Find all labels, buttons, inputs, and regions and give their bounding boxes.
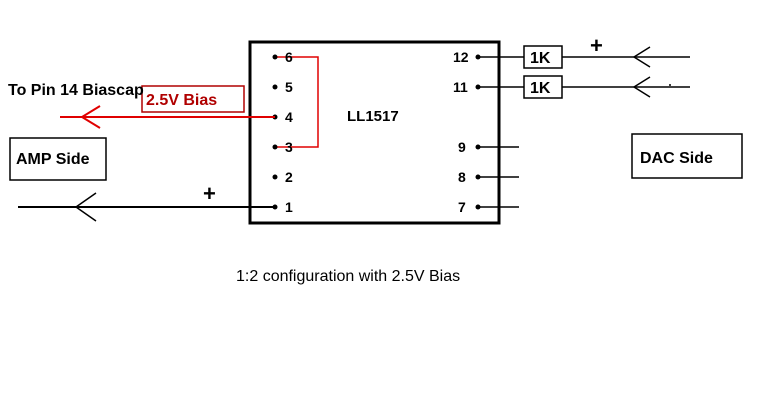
dac-side-box <box>631 133 743 179</box>
pin-label-11: 11 <box>453 79 468 95</box>
pin-label-4: 4 <box>285 109 293 125</box>
plus-sign-left: + <box>203 181 216 206</box>
jumper-pin6-pin3 <box>276 56 319 148</box>
pin-label-12: 12 <box>453 49 469 65</box>
chip-name: LL1517 <box>347 108 399 125</box>
pin-label-3: 3 <box>285 139 293 155</box>
pin-label-9: 9 <box>458 139 466 155</box>
bias-label: 2.5V Bias <box>146 92 217 109</box>
bias-label-box <box>141 85 245 113</box>
pin-dot-3 <box>272 144 278 150</box>
bias-arrow <box>80 105 101 129</box>
plus-sign-right: + <box>590 33 603 58</box>
dac-side-label: DAC Side <box>640 150 713 167</box>
resistor-1-label: 1K <box>530 50 551 67</box>
arrow-input-1 <box>632 46 651 68</box>
to-pin-label: To Pin 14 Biascap <box>8 82 144 99</box>
pin-dot-6 <box>272 54 278 60</box>
pin-label-7: 7 <box>458 199 466 215</box>
pin-dot-2 <box>272 174 278 180</box>
arrow-input-2 <box>632 76 651 98</box>
pin-dot-5 <box>272 84 278 90</box>
amp-side-label: AMP Side <box>16 151 90 168</box>
pin-label-1: 1 <box>285 199 293 215</box>
chip-body <box>248 40 501 225</box>
amp-side-box <box>9 137 107 181</box>
diagram-caption: 1:2 configuration with 2.5V Bias <box>236 268 460 285</box>
resistor-2-label: 1K <box>530 80 551 97</box>
arrow-pin1 <box>74 192 97 222</box>
pin-label-2: 2 <box>285 169 293 185</box>
pin-label-5: 5 <box>285 79 293 95</box>
pin-label-6: 6 <box>285 49 293 65</box>
pin-label-8: 8 <box>458 169 466 185</box>
wire-dot <box>669 84 671 86</box>
